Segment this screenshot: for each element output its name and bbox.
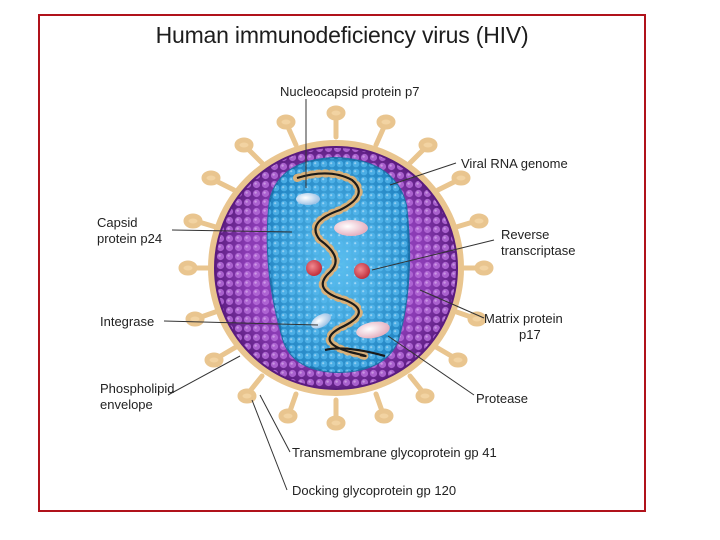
label-phospholipid-line2: envelope (100, 397, 153, 412)
label-capsid-line1: Capsid (97, 215, 138, 230)
label-nucleocapsid: Nucleocapsid protein p7 (280, 84, 420, 99)
label-integrase: Integrase (100, 314, 155, 329)
label-matrix-protein: Matrix protein p17 (484, 311, 563, 343)
label-matrix-line2: p17 (519, 327, 541, 342)
leader-lines (163, 99, 495, 491)
label-protease: Protease (476, 391, 529, 406)
label-phospholipid: Phospholipid envelope (100, 381, 174, 413)
label-reverse-transcriptase: Reverse transcriptase (501, 227, 575, 259)
label-capsid: Capsid protein p24 (97, 215, 162, 247)
reverse-transcriptase-1 (306, 260, 322, 276)
label-matrix-line1: Matrix protein (484, 311, 563, 326)
capsid-enzyme-pink (334, 220, 368, 236)
label-capsid-line2: protein p24 (97, 231, 163, 246)
diagram-title: Human immunodeficiency virus (HIV) (155, 22, 529, 48)
reverse-transcriptase-2 (354, 263, 370, 279)
glycoprotein-spikes (178, 105, 494, 431)
label-phospholipid-line1: Phospholipid (100, 381, 175, 396)
label-viral-rna: Viral RNA genome (461, 156, 568, 171)
label-reverse-line1: Reverse (501, 227, 550, 242)
label-gp120: Docking glycoprotein gp 120 (292, 483, 457, 498)
label-reverse-line2: transcriptase (501, 243, 576, 258)
integrase-top (296, 193, 320, 205)
protease-protein (356, 321, 390, 339)
label-gp41: Transmembrane glycoprotein gp 41 (292, 445, 497, 460)
